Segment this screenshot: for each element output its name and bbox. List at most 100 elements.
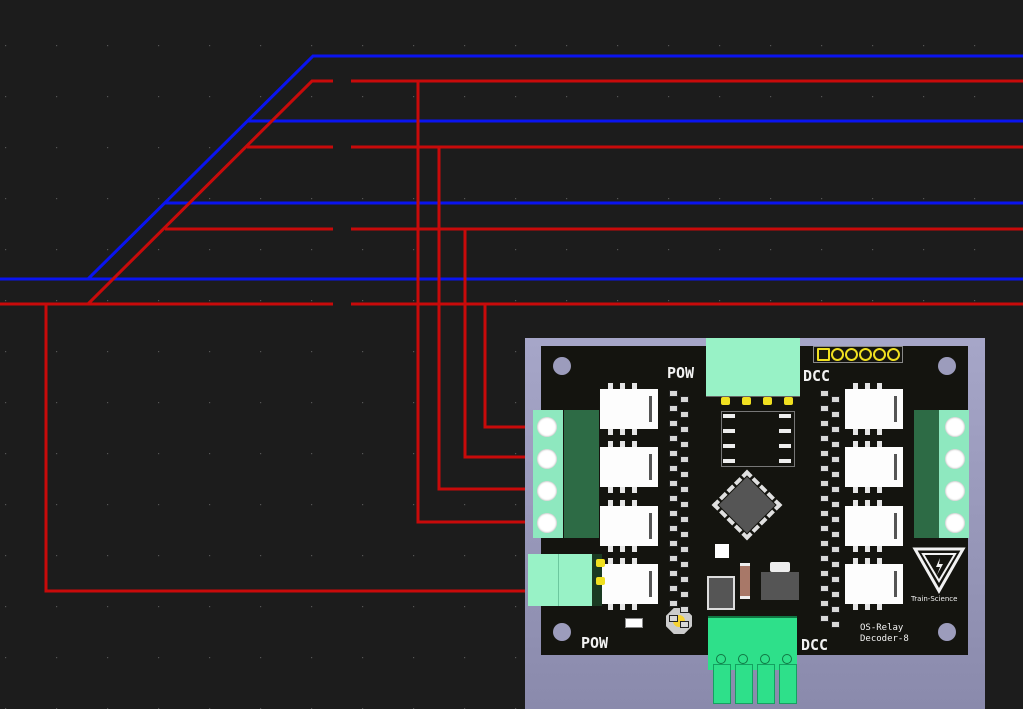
grid-dot (56, 351, 58, 353)
grid-dot (362, 606, 364, 608)
grid-dot (5, 657, 7, 659)
grid-dot (668, 96, 670, 98)
grid-dot (770, 45, 772, 47)
grid-dot (617, 198, 619, 200)
logo-triangle-icon (912, 547, 966, 595)
grid-dot (107, 657, 109, 659)
grid-dot (107, 198, 109, 200)
lightning-icon (936, 558, 943, 575)
grid-dot (260, 504, 262, 506)
smd-component (831, 591, 840, 598)
grid-dot (515, 555, 517, 557)
grid-dot (56, 147, 58, 149)
ic-pad (723, 459, 735, 463)
grid-dot (260, 351, 262, 353)
grid-dot (515, 96, 517, 98)
smd-component (669, 435, 678, 442)
relay-pin (608, 429, 613, 435)
mounting-hole (938, 623, 956, 641)
relay-pin (620, 487, 625, 493)
grid-dot (413, 657, 415, 659)
smd-component (831, 531, 840, 538)
smd-component (680, 396, 689, 403)
grid-dot (515, 45, 517, 47)
grid-dot (413, 249, 415, 251)
grid-dot (872, 198, 874, 200)
grid-dot (209, 402, 211, 404)
grid-dot (515, 453, 517, 455)
grid-dot (209, 504, 211, 506)
grid-dot (362, 96, 364, 98)
grid-dot (107, 96, 109, 98)
grid-dot (5, 198, 7, 200)
grid-dot (107, 351, 109, 353)
relay-pin (608, 487, 613, 493)
grid-dot (311, 198, 313, 200)
grid-dot (209, 300, 211, 302)
relay-pin (620, 558, 625, 564)
ic-pad (779, 444, 791, 448)
smd-component (820, 585, 829, 592)
grid-dot (413, 402, 415, 404)
relay-pin (865, 383, 870, 389)
grid-dot (158, 606, 160, 608)
grid-dot (464, 606, 466, 608)
smd-component (669, 390, 678, 397)
smd-component (680, 471, 689, 478)
smd-component (680, 411, 689, 418)
smd-component (680, 621, 689, 628)
ic-pad (723, 444, 735, 448)
grid-dot (770, 198, 772, 200)
grid-dot (821, 45, 823, 47)
grid-dot (668, 198, 670, 200)
grid-dot (311, 657, 313, 659)
voltage-regulator (761, 572, 799, 600)
grid-dot (158, 249, 160, 251)
bridge-rectifier (707, 576, 735, 610)
relay-pin (620, 429, 625, 435)
grid-dot (413, 198, 415, 200)
relay-pin (620, 383, 625, 389)
grid-dot (413, 351, 415, 353)
pin-header (813, 346, 903, 363)
grid-dot (209, 351, 211, 353)
smd-component (680, 501, 689, 508)
red-rail-main (0, 79, 333, 306)
grid-dot (5, 45, 7, 47)
grid-dot (413, 453, 415, 455)
grid-dot (464, 657, 466, 659)
grid-dot (107, 402, 109, 404)
smd-component (820, 435, 829, 442)
grid-dot (209, 45, 211, 47)
connector-hole (738, 654, 748, 664)
connector-pin (735, 664, 753, 704)
logo-inner-triangle-icon (921, 553, 957, 583)
grid-dot (566, 249, 568, 251)
grid-dot (362, 300, 364, 302)
relay-pin (853, 383, 858, 389)
grid-dot (107, 606, 109, 608)
grid-dot (770, 249, 772, 251)
smd-component (669, 555, 678, 562)
grid-dot (362, 453, 364, 455)
grid-dot (56, 249, 58, 251)
terminal-screw (945, 417, 965, 437)
grid-dot (668, 300, 670, 302)
connector-pin (779, 664, 797, 704)
relay-pin (608, 604, 613, 610)
grid-dot (107, 504, 109, 506)
optocoupler (721, 411, 795, 467)
relay-pin (853, 429, 858, 435)
microcontroller (711, 469, 783, 541)
grid-dot (260, 96, 262, 98)
relay-pin (632, 383, 637, 389)
relay-pin (608, 546, 613, 552)
grid-dot (5, 555, 7, 557)
grid-dot (617, 45, 619, 47)
grid-dot (872, 45, 874, 47)
pcb-render: POW DCC POW DCC OS-Relay Decoder-8 Train… (525, 338, 985, 709)
feeder-wire-track-2 (437, 147, 540, 491)
smd-component (831, 516, 840, 523)
grid-dot (566, 96, 568, 98)
grid-dot (311, 402, 313, 404)
